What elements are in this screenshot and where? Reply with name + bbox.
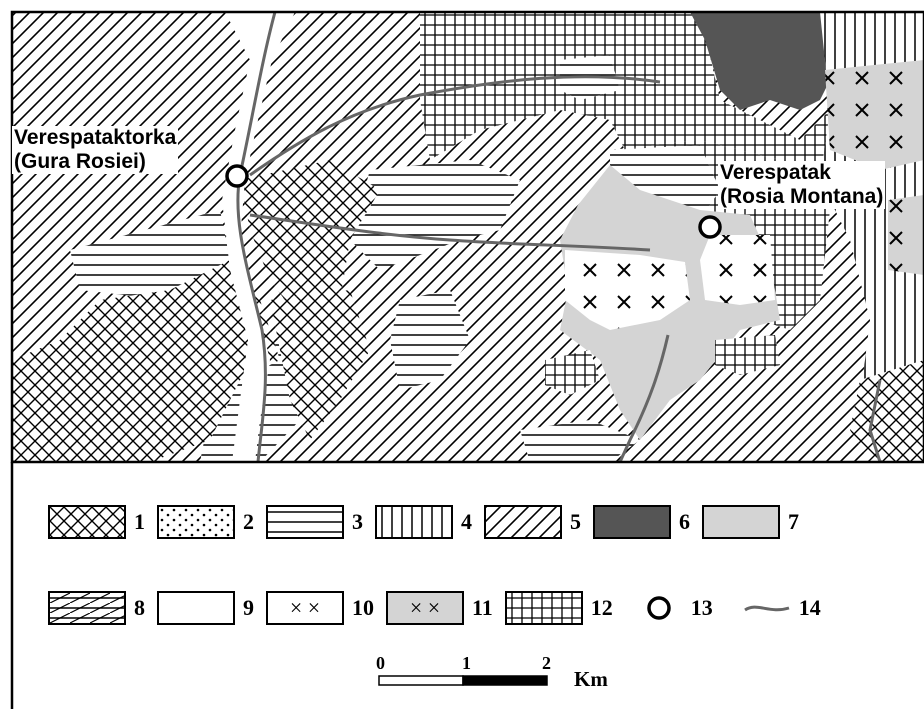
legend-number: 1 (134, 509, 145, 534)
scale-tick-1: 1 (462, 653, 471, 673)
swatch-horizontal (266, 505, 344, 539)
swatch-diagonal (484, 505, 562, 539)
legend-item-7: 7 (702, 505, 799, 539)
town-label-verespataktorka: Verespataktorka (Gura Rosiei) (12, 126, 179, 174)
swatch-vertical (375, 505, 453, 539)
streams (236, 12, 882, 462)
unit-12-small (545, 350, 600, 395)
unit-11-right (888, 195, 924, 275)
legend-item-5: 5 (484, 505, 581, 539)
unit-12-small2 (715, 335, 780, 375)
town-label-verespatak: Verespatak (Rosia Montana) (718, 161, 886, 209)
scale-tick-0: 0 (376, 653, 385, 673)
town-marker-verespataktorka (225, 164, 249, 188)
legend-number: 14 (798, 595, 821, 620)
legend-number: 9 (243, 595, 254, 620)
unit-3-west (70, 210, 230, 300)
swatch-light-grey (702, 505, 780, 539)
legend-item-1: 1 (48, 505, 145, 539)
unit-3-s (520, 420, 640, 462)
legend-item-6: 6 (593, 505, 690, 539)
legend-item-8: 8 (48, 591, 145, 625)
stream-line-icon (743, 605, 790, 612)
x-marks-icon: × × (409, 595, 441, 620)
unit-9-river-valley (222, 12, 295, 462)
legend-number: 5 (570, 509, 581, 534)
legend-item-9: 9 (157, 591, 254, 625)
legend-item-14: 14 (743, 595, 821, 621)
town-marker-verespatak (698, 215, 722, 239)
legend-item-2: 2 (157, 505, 254, 539)
legend-item-11: × × 11 (386, 591, 493, 625)
unit-3-south (390, 290, 470, 390)
legend-number: 7 (788, 509, 799, 534)
scale-tick-2: 2 (542, 653, 551, 673)
legend-number: 2 (243, 509, 254, 534)
legend-item-10: × × 10 (266, 591, 374, 625)
legend-number: 8 (134, 595, 145, 620)
swatch-x-marks-grey: × × (386, 591, 464, 625)
legend-number: 13 (690, 595, 713, 620)
unit-1-se (850, 360, 924, 462)
swatch-grid (504, 591, 583, 625)
scale-unit: Km (574, 667, 608, 691)
town-label-line2: (Rosia Montana) (720, 185, 884, 208)
scale-bar-graphic (378, 675, 548, 686)
unit-6-dark-body (690, 12, 850, 110)
unit-11-top-right (825, 60, 924, 170)
legend-number: 12 (590, 595, 613, 620)
swatch-horizontal-diagonal (48, 591, 126, 625)
legend-number: 10 (352, 595, 374, 620)
map-frame (10, 10, 924, 464)
swatch-blank (157, 591, 235, 625)
town-label-line1: Verespataktorka (14, 126, 177, 149)
legend-item-3: 3 (266, 505, 363, 539)
legend-number: 11 (472, 595, 493, 620)
unit-10-left (565, 250, 690, 330)
unit-1-west (12, 260, 280, 462)
legend-number: 3 (352, 509, 363, 534)
legend-item-12: 12 (504, 591, 613, 625)
swatch-x-marks: × × (266, 591, 344, 625)
unit-1-north (240, 160, 380, 320)
swatch-dark (593, 505, 671, 539)
legend-number: 4 (461, 509, 472, 534)
x-marks-icon: × × (289, 595, 321, 620)
unit-1-mid (270, 290, 370, 440)
legend-number: 6 (679, 509, 690, 534)
legend-item-4: 4 (375, 505, 472, 539)
swatch-dotted (157, 505, 235, 539)
circle-icon (647, 596, 671, 620)
map-area (12, 12, 924, 462)
town-label-line2: (Gura Rosiei) (14, 150, 146, 173)
unit-3-center (350, 160, 520, 270)
legend-row-2: 8 9 × × 10 × × 11 12 13 14 (48, 591, 914, 625)
legend-row-1: 1 2 3 4 5 6 7 (48, 505, 914, 539)
unit-10-right (700, 235, 775, 305)
scale-bar: 0 1 2 Km (376, 653, 608, 693)
town-label-line1: Verespatak (720, 161, 831, 184)
legend-item-13: 13 (645, 594, 713, 622)
swatch-crosshatch (48, 505, 126, 539)
